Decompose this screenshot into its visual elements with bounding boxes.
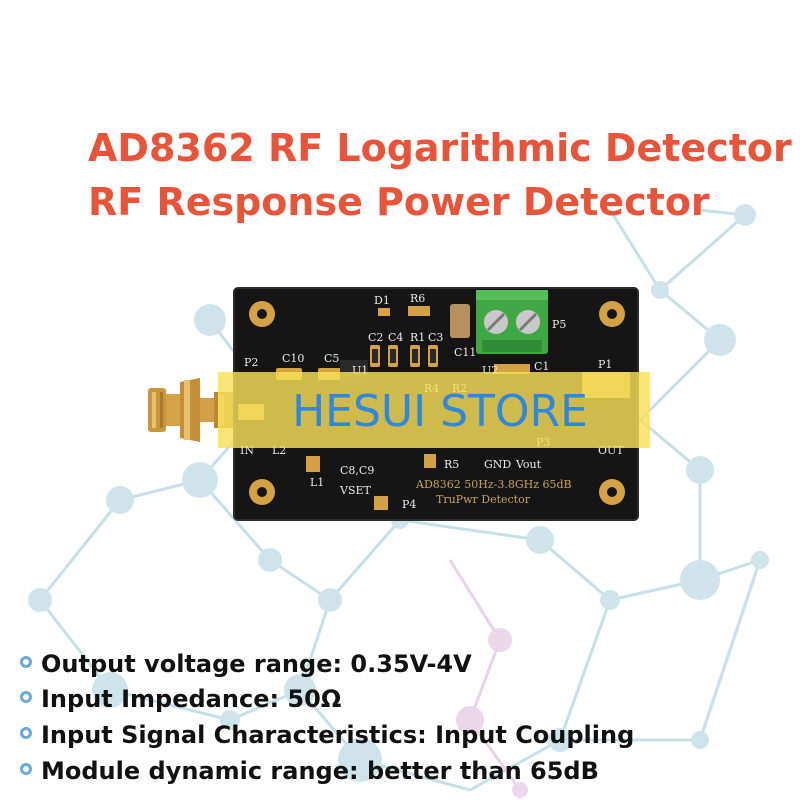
label-vset: VSET — [339, 484, 372, 497]
bullet-circle-icon — [20, 656, 32, 668]
spec-item: Output voltage range: 0.35V-4V — [20, 646, 472, 680]
label-p2: P2 — [244, 356, 258, 369]
label-c11: C11 — [454, 346, 476, 359]
bullet-circle-icon — [20, 763, 32, 775]
silkscreen-model: AD8362 50Hz-3.8GHz 65dB — [415, 478, 572, 491]
label-d1: D1 — [374, 294, 390, 307]
spec-item: Input Signal Characteristics: Input Coup… — [20, 717, 634, 751]
label-c8-c9: C8,C9 — [340, 464, 374, 477]
label-c5: C5 — [324, 352, 339, 365]
label-r6: R6 — [410, 292, 425, 305]
label-c1: C1 — [534, 360, 549, 373]
spec-item: Input Impedance: 50Ω — [20, 681, 341, 715]
product-title-line-1: AD8362 RF Logarithmic Detector — [88, 126, 792, 170]
bullet-circle-icon — [20, 691, 32, 703]
label-gnd: GND — [484, 458, 511, 471]
label-r1: R1 — [410, 331, 425, 344]
watermark-banner — [218, 372, 650, 448]
label-l1: L1 — [310, 476, 324, 489]
label-c4: C4 — [388, 331, 403, 344]
screw-terminal-block — [476, 290, 548, 354]
silkscreen-name: TruPwr Detector — [436, 493, 531, 506]
label-c3: C3 — [428, 331, 443, 344]
spec-item: Module dynamic range: better than 65dB — [20, 753, 599, 787]
label-p5: P5 — [552, 318, 566, 331]
label-c2: C2 — [368, 331, 383, 344]
watermark-text: HESUI STORE — [292, 386, 588, 437]
label-r5: R5 — [444, 458, 459, 471]
product-title-line-2: RF Response Power Detector — [88, 180, 710, 224]
label-vout: Vout — [515, 458, 542, 471]
bullet-circle-icon — [20, 727, 32, 739]
label-c10: C10 — [282, 352, 304, 365]
label-p4: P4 — [402, 498, 416, 511]
label-p1: P1 — [598, 358, 612, 371]
